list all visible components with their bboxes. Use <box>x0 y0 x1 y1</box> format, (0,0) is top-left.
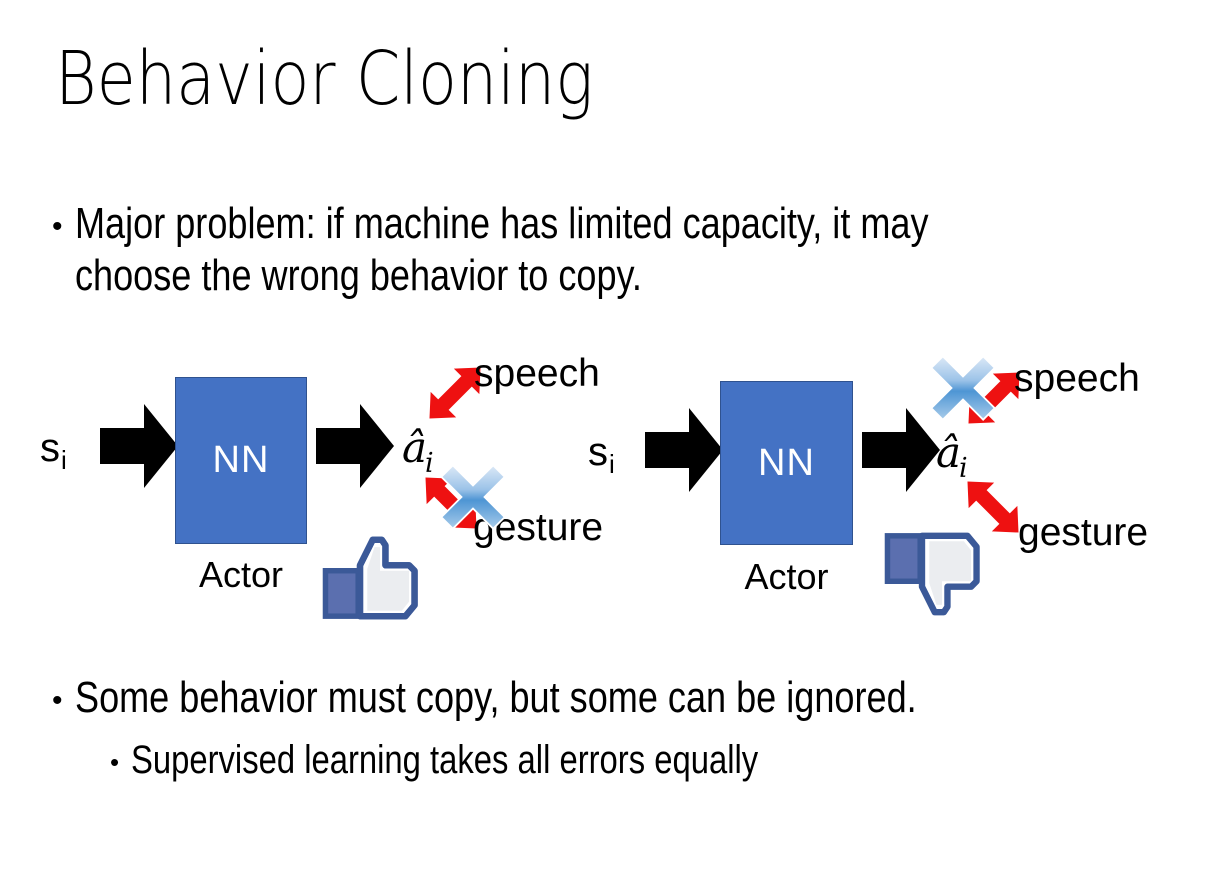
action-label-left: âi <box>402 423 436 479</box>
branch-label-speech-right: speech <box>1014 357 1140 400</box>
branch-arrow-gesture-right <box>952 466 1034 548</box>
thumbs-up-icon <box>320 534 420 622</box>
state-label-left: si <box>40 426 67 475</box>
nn-box-label: NN <box>758 441 815 484</box>
nn-box-right: NN <box>720 381 853 545</box>
output-arrow-icon <box>862 404 940 496</box>
action-symbol: â <box>402 423 428 472</box>
state-symbol: s <box>40 426 60 470</box>
nn-box-left: NN <box>175 377 307 544</box>
bullet-item-major-problem: • Major problem: if machine has limited … <box>52 198 1132 302</box>
state-subscript: i <box>61 445 67 475</box>
input-arrow-icon <box>645 404 723 496</box>
bullet-marker-icon: • <box>52 210 63 243</box>
actor-caption-right: Actor <box>744 556 829 597</box>
action-label-right: âi <box>936 428 970 484</box>
bullet-item-supervised-learning: • Supervised learning takes all errors e… <box>110 736 1210 784</box>
action-subscript: i <box>959 453 968 484</box>
bullet-item-some-behavior: • Some behavior must copy, but some can … <box>52 672 1192 724</box>
bullet-text: Supervised learning takes all errors equ… <box>131 738 759 782</box>
bullet-text: Some behavior must copy, but some can be… <box>74 673 917 722</box>
state-subscript: i <box>609 449 615 479</box>
action-symbol: â <box>936 428 962 477</box>
branch-arrow-speech-left <box>414 352 496 434</box>
input-arrow-icon <box>100 400 178 492</box>
page-title: Behavior Cloning <box>55 36 594 122</box>
cross-out-icon-speech-right <box>927 352 999 424</box>
output-arrow-icon <box>316 400 394 492</box>
state-label-right: si <box>588 430 615 479</box>
state-symbol: s <box>588 430 608 474</box>
cross-out-icon-gesture-left <box>437 461 509 533</box>
branch-label-gesture-right: gesture <box>1018 511 1149 554</box>
bullet-text: Major problem: if machine has limited ca… <box>74 199 929 300</box>
bullet-marker-icon: • <box>52 684 63 717</box>
bullet-marker-icon: • <box>110 747 120 777</box>
actor-caption-left: Actor <box>198 554 284 595</box>
thumbs-down-icon <box>882 528 982 620</box>
nn-box-label: NN <box>212 439 270 481</box>
action-subscript: i <box>425 448 434 479</box>
branch-label-speech-left: speech <box>474 352 600 395</box>
